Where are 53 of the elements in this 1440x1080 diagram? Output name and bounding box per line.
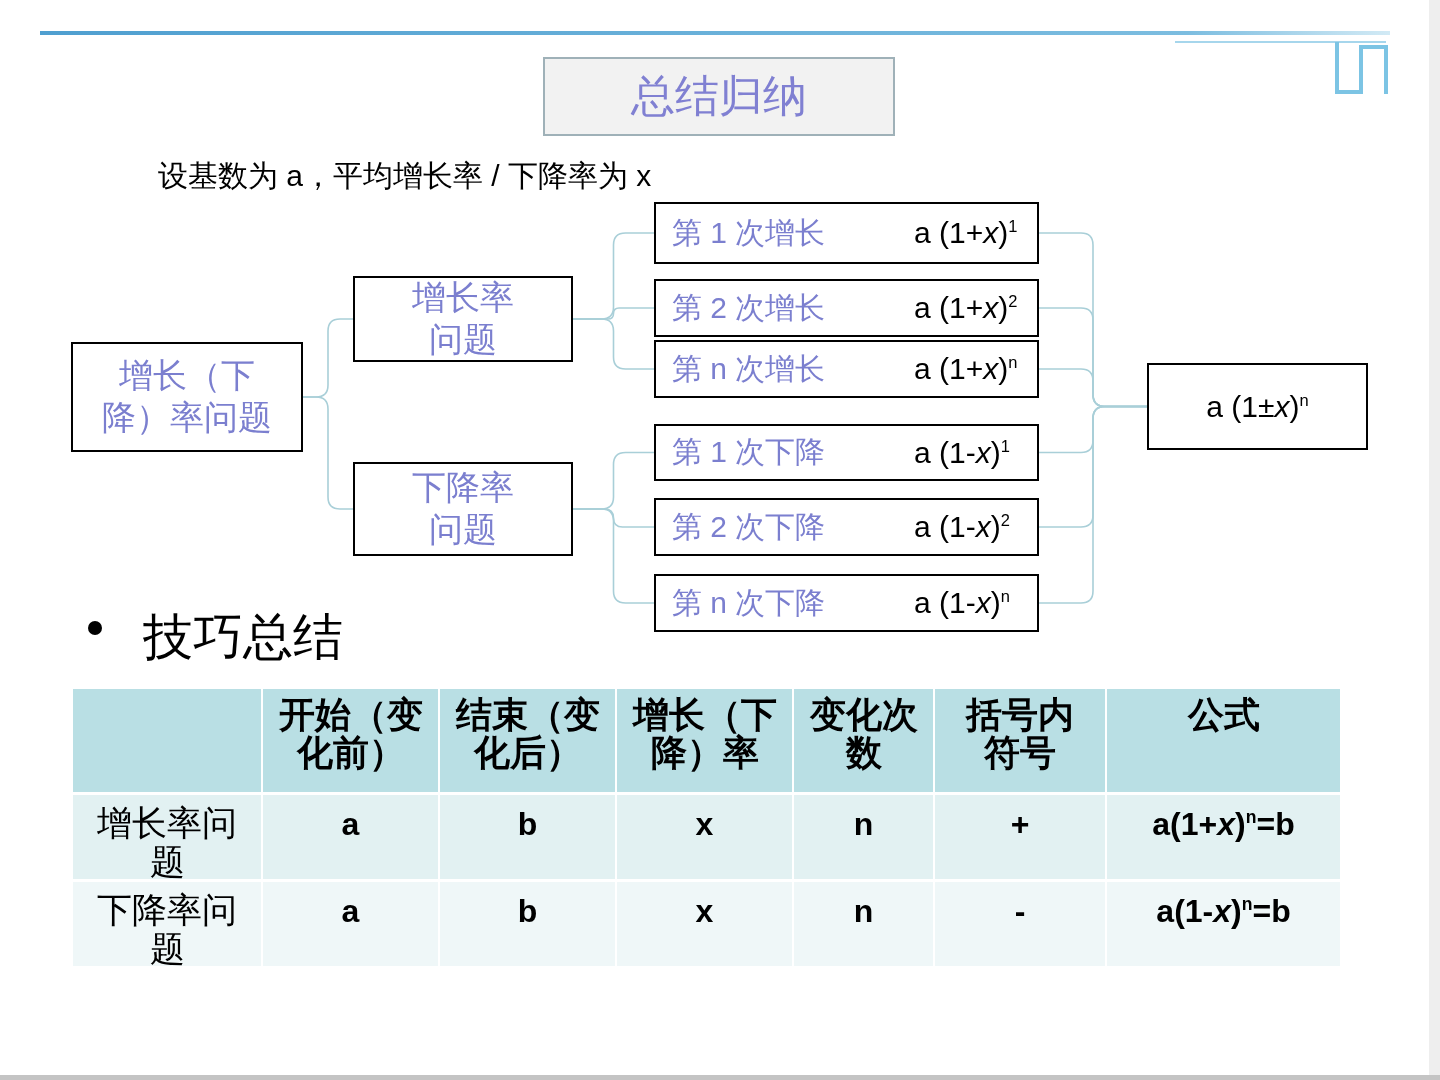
box-label: 第 2 次增长 — [672, 289, 827, 326]
box-label: 第 1 次下降 — [672, 434, 827, 470]
header-cell: 结束（变化后） — [440, 689, 615, 792]
box-label: 第 n 次下降 — [672, 584, 827, 621]
box-label: 第 n 次增长 — [672, 350, 827, 387]
category-box — [71, 342, 303, 452]
bracket-connector — [572, 318, 655, 370]
case-box — [654, 202, 1039, 264]
result-box — [1147, 363, 1368, 450]
formula-text: a (1-x)$^{n}$ — [914, 586, 1010, 620]
header-cell: 公式 — [1107, 689, 1340, 792]
box-label: 下降率问题 — [411, 467, 515, 550]
category-box — [353, 462, 573, 556]
intro-text: 设基数为 a，平均增长率 / 下降率为 x — [158, 158, 652, 194]
table-cell: n — [794, 795, 933, 879]
bracket-connector — [572, 508, 655, 604]
box-label: 增长率问题 — [411, 277, 515, 360]
formula-text: a (1+x)$^{2}$ — [914, 291, 1018, 325]
bracket-connector — [1038, 405, 1148, 604]
table-cell: + — [935, 795, 1105, 879]
case-box — [654, 279, 1039, 337]
row-header-cell: 增长率问题 — [73, 795, 261, 879]
table-cell: b — [440, 795, 615, 879]
box-label: 增长（下降）率问题 — [101, 355, 273, 438]
table-cell: a — [263, 795, 438, 879]
header-cell: 增长（下降）率 — [617, 689, 792, 792]
formula-text: a (1-x)$^{1}$ — [914, 435, 1010, 470]
category-box — [353, 276, 573, 362]
formula-text: a (1±x)$^{n}$ — [1206, 389, 1309, 424]
table-cell: x — [617, 882, 792, 966]
table-cell: x — [617, 795, 792, 879]
formula-text: a (1-x)$^{2}$ — [914, 510, 1010, 544]
case-box — [654, 340, 1039, 398]
table-cell: b — [440, 882, 615, 966]
row-header-cell: 下降率问题 — [73, 882, 261, 966]
box-label: 第 2 次下降 — [672, 508, 827, 545]
case-box — [654, 498, 1039, 556]
formula-text: a (1+x)$^{n}$ — [914, 352, 1018, 386]
bracket-connector — [302, 396, 354, 510]
header-cell: 括号内符号 — [935, 689, 1105, 792]
box-label: 第 1 次增长 — [672, 214, 827, 251]
case-box — [654, 424, 1039, 481]
table-cell: a(1+x)$^{n}$=b — [1107, 795, 1340, 879]
formula-text: a (1+x)$^{1}$ — [914, 216, 1018, 250]
case-box — [654, 574, 1039, 632]
table-cell: a — [263, 882, 438, 966]
table-cell: n — [794, 882, 933, 966]
header-cell: 变化次数 — [794, 689, 933, 792]
table-cell: a(1-x)$^{n}$=b — [1107, 882, 1340, 966]
title-banner: 总结归纳 — [543, 57, 895, 136]
table-cell: - — [935, 882, 1105, 966]
section-heading: 技巧总结 — [143, 608, 343, 667]
header-cell: 开始（变化前） — [263, 689, 438, 792]
